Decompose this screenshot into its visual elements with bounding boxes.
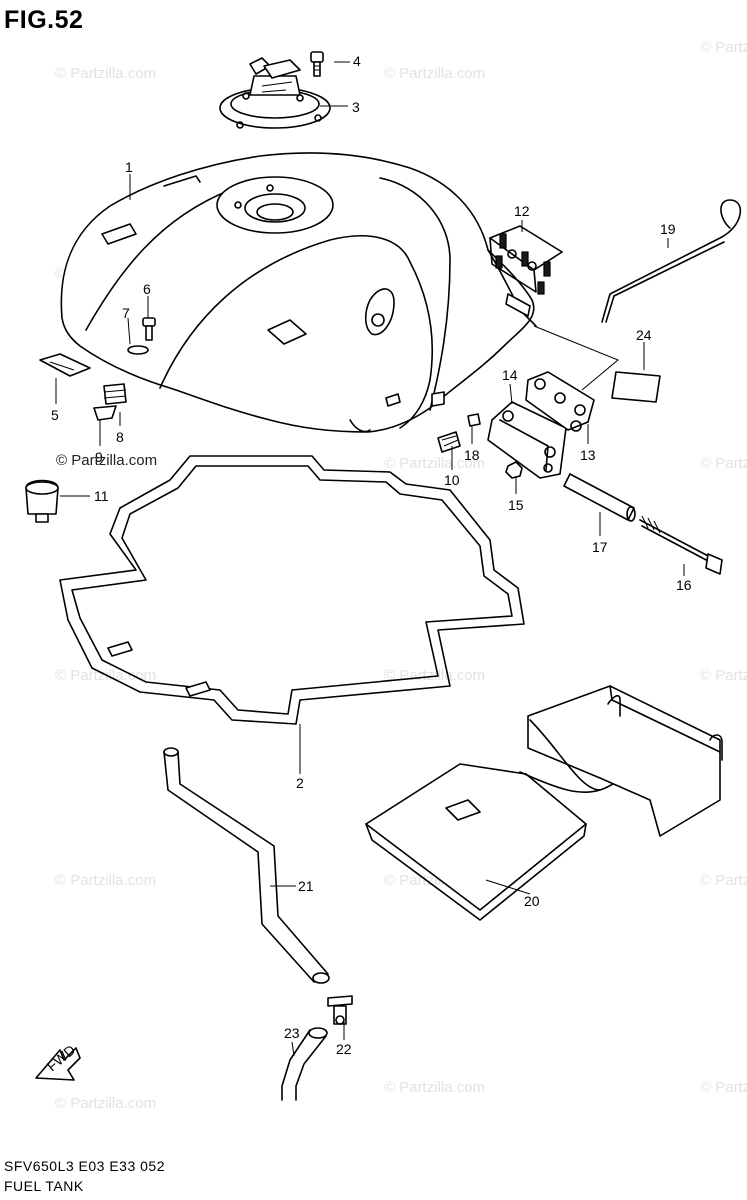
part-17-sleeve[interactable]: [563, 473, 636, 522]
watermark: © Partzilla.com: [384, 65, 485, 82]
watermark: © Partzilla.com: [700, 455, 747, 472]
callout-14: 14: [502, 367, 518, 383]
part-3-fuel-cap[interactable]: [219, 57, 331, 129]
part-8-grommet[interactable]: [103, 383, 127, 405]
watermark: © Partzilla.com: [384, 667, 485, 684]
figure-title: FIG.52: [4, 6, 84, 34]
part-19-prop-rod[interactable]: [601, 199, 742, 323]
watermark: © Partzilla.com: [384, 455, 485, 472]
part-10-pad[interactable]: [437, 431, 461, 453]
part-6-bolt[interactable]: [142, 317, 156, 341]
callout-16: 16: [676, 577, 692, 593]
watermark: © Partzilla.com: [700, 39, 747, 56]
callout-1: 1: [125, 159, 133, 175]
callout-7: 7: [122, 305, 130, 321]
callout-22: 22: [336, 1041, 352, 1057]
callout-17: 17: [592, 539, 608, 555]
part-18-clip[interactable]: [467, 413, 481, 427]
part-21-drain-hose[interactable]: [163, 747, 330, 984]
part-5-cushion[interactable]: [39, 353, 91, 377]
part-2-seal-hose[interactable]: [59, 455, 525, 725]
part-16-long-bolt[interactable]: [639, 515, 723, 575]
callout-8: 8: [116, 429, 124, 445]
watermark: © Partzilla.com: [700, 872, 747, 889]
callout-5: 5: [51, 407, 59, 423]
figure-name: FUEL TANK: [4, 1178, 84, 1194]
reference-lines: [533, 325, 619, 391]
callout-3: 3: [352, 99, 360, 115]
part-15-nut[interactable]: [505, 461, 523, 479]
callout-layer: 1 2 3 4 5 6 7 8 9 10 11 12 13 14 15 16 1…: [51, 53, 692, 1057]
callout-6: 6: [143, 281, 151, 297]
callout-15: 15: [508, 497, 524, 513]
part-9-collar[interactable]: [93, 405, 117, 421]
part-23-short-hose[interactable]: [281, 1027, 328, 1101]
watermark: © Partzilla.com: [55, 1095, 156, 1112]
part-22-t-fitting[interactable]: [327, 995, 353, 1025]
partzilla-credit: © Partzilla.com: [56, 452, 158, 469]
part-11-damper[interactable]: [25, 479, 59, 523]
watermark: © Partzilla.com: [700, 1079, 747, 1096]
part-12-bracket[interactable]: [489, 225, 563, 295]
callout-23: 23: [284, 1025, 300, 1041]
callout-2: 2: [296, 775, 304, 791]
part-24-pad[interactable]: [611, 371, 661, 403]
fwd-arrow-icon: FWD: [35, 1042, 81, 1081]
callout-10: 10: [444, 472, 460, 488]
callout-4: 4: [353, 53, 361, 69]
watermark: © Partzilla.com: [700, 667, 747, 684]
part-4-bolt[interactable]: [310, 51, 324, 77]
callout-11: 11: [94, 488, 109, 504]
callout-20: 20: [524, 893, 540, 909]
callout-19: 19: [660, 221, 676, 237]
callout-21: 21: [298, 878, 314, 894]
part-7-washer[interactable]: [127, 345, 149, 355]
callout-18: 18: [464, 447, 480, 463]
callout-9: 9: [95, 449, 103, 465]
leader-lines: [55, 61, 685, 1057]
part-1-fuel-tank[interactable]: [60, 152, 537, 433]
watermark: © Partzilla.com: [55, 872, 156, 889]
model-code: SFV650L3 E03 E33 052: [4, 1158, 166, 1174]
watermark: © Partzilla.com: [55, 65, 156, 82]
callout-24: 24: [636, 327, 652, 343]
callout-13: 13: [580, 447, 596, 463]
callout-12: 12: [514, 203, 530, 219]
part-13-hinge-plate[interactable]: [525, 371, 595, 432]
part-20-heat-shield[interactable]: [365, 685, 723, 921]
watermark: © Partzilla.com: [384, 1079, 485, 1096]
